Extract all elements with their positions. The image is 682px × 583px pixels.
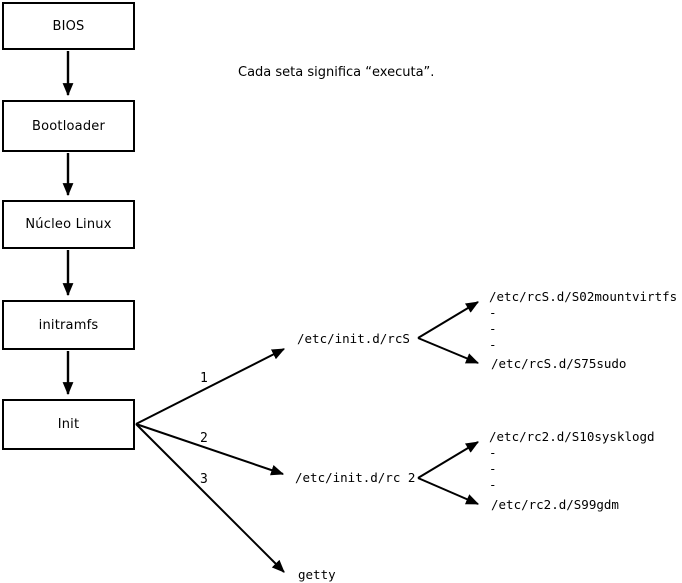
rcs-script-last: /etc/rcS.d/S75sudo — [491, 356, 627, 371]
legend-note: Cada seta significa “executa”. — [238, 65, 435, 80]
arrow-rc2-to-last-script — [417, 477, 479, 505]
arrow-init-to-rc2 — [135, 423, 285, 476]
arrow-rcs-to-last-script — [417, 337, 479, 364]
node-kernel-linux-label: Núcleo Linux — [25, 217, 112, 232]
rc2-script-last: /etc/rc2.d/S99gdm — [491, 497, 619, 512]
node-bios: BIOS — [2, 2, 135, 50]
node-bios-label: BIOS — [52, 18, 85, 34]
branch-number-2: 2 — [200, 431, 208, 446]
node-kernel-linux: Núcleo Linux — [2, 200, 135, 249]
rcs-ellipsis-dash: - — [489, 321, 497, 336]
rc2-ellipsis-dash: - — [489, 461, 497, 476]
rcs-ellipsis-dash: - — [489, 337, 497, 352]
rcs-script-first: /etc/rcS.d/S02mountvirtfs — [489, 289, 678, 304]
target-rcs: /etc/init.d/rcS — [297, 331, 410, 346]
rc2-ellipsis-dash: - — [489, 477, 497, 492]
arrow-rc2-to-first-script — [417, 441, 479, 479]
target-getty: getty — [298, 567, 336, 582]
target-rc2: /etc/init.d/rc 2 — [295, 470, 416, 485]
node-bootloader: Bootloader — [2, 100, 135, 152]
node-initramfs-label: initramfs — [38, 317, 99, 333]
rcs-ellipsis-dash: - — [489, 305, 497, 320]
arrow-init-to-rcs — [135, 348, 285, 425]
arrow-init-to-getty — [135, 423, 285, 573]
branch-number-3: 3 — [200, 472, 208, 487]
node-initramfs: initramfs — [2, 300, 135, 350]
rc2-ellipsis-dash: - — [489, 445, 497, 460]
branch-number-1: 1 — [200, 371, 208, 386]
node-init: Init — [2, 399, 135, 450]
node-init-label: Init — [57, 417, 80, 432]
rc2-script-first: /etc/rc2.d/S10sysklogd — [489, 429, 655, 444]
node-bootloader-label: Bootloader — [31, 118, 106, 134]
arrow-rcs-to-first-script — [417, 301, 479, 339]
